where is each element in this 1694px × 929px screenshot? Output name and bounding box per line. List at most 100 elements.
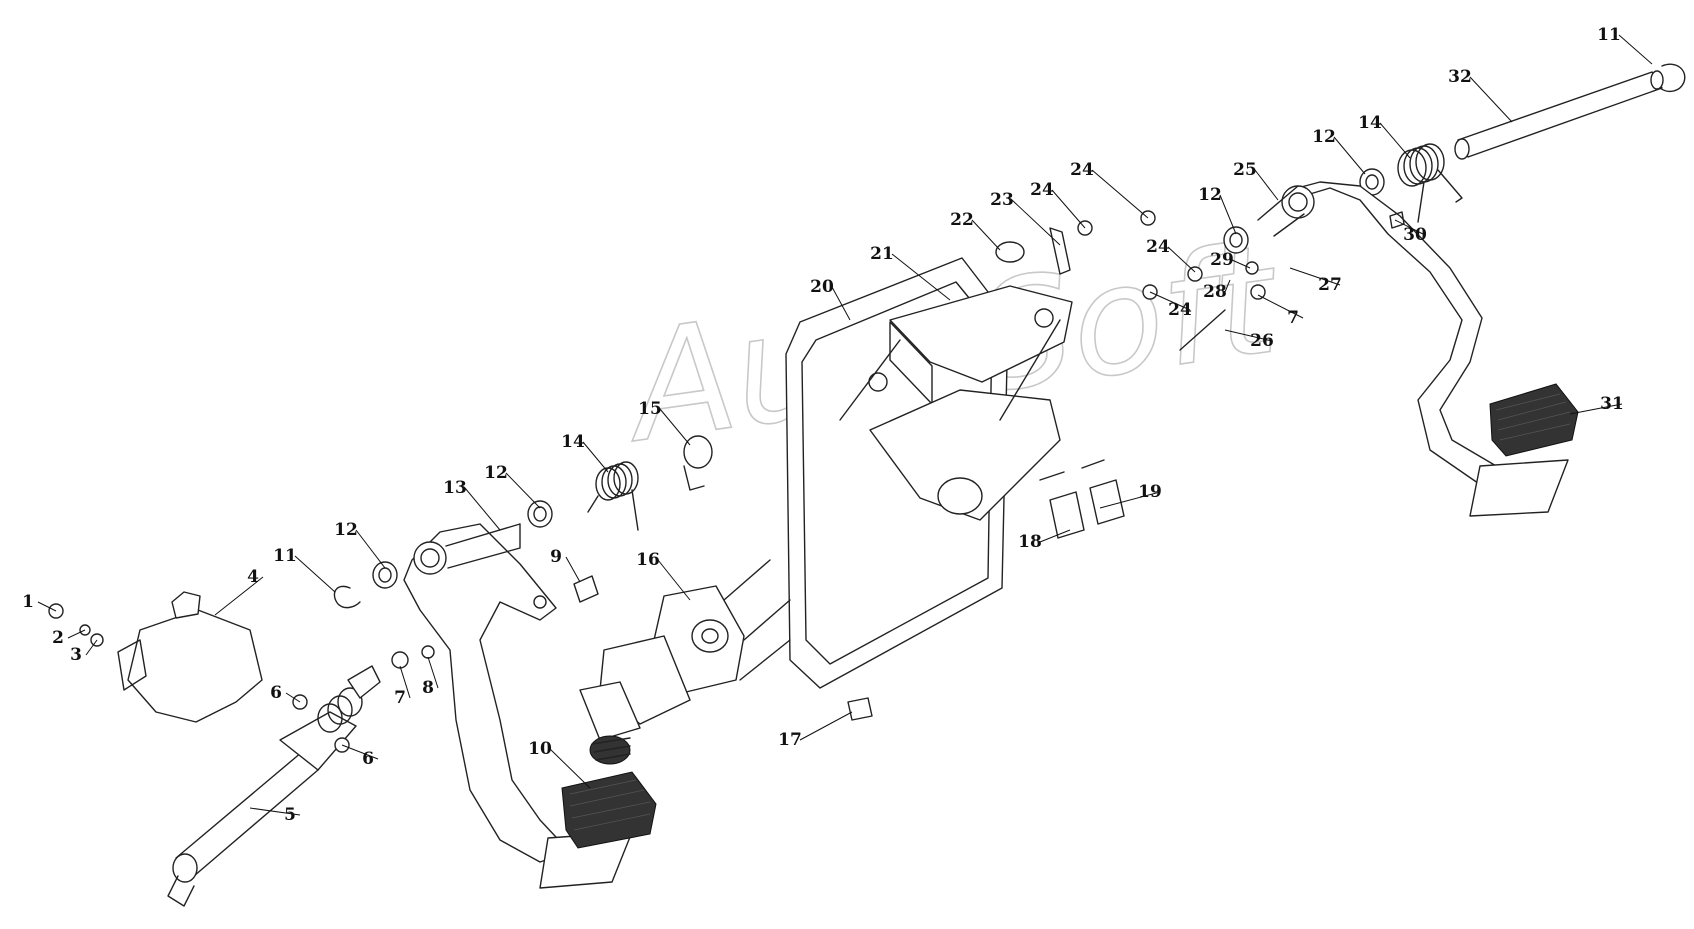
clutch-pedal-pad [539, 771, 657, 889]
callout-label-c9: 9 [550, 547, 562, 567]
callout-leader-c24b [1091, 169, 1149, 219]
callout-leader-c11a [294, 555, 336, 593]
callout-leader-c28 [1224, 279, 1231, 293]
callout-leader-c27 [1289, 267, 1341, 286]
callout-leader-c14a [582, 441, 609, 473]
callout-leader-c12d [1333, 136, 1366, 175]
callout-leader-c1 [37, 601, 57, 612]
callout-leader-c6b [341, 744, 379, 760]
callout-label-c11a: 11 [273, 546, 297, 566]
callout-label-c7a: 7 [394, 688, 406, 708]
callout-leader-c18 [1039, 529, 1071, 543]
callout-label-c28: 28 [1203, 282, 1227, 302]
callout-label-c12a: 12 [334, 520, 358, 540]
callout-leader-c12b [505, 472, 541, 509]
callout-leader-c30 [1394, 219, 1426, 236]
callout-leader-c9 [565, 556, 581, 583]
callout-leader-c11b [1618, 34, 1653, 65]
callout-leader-c12a [355, 529, 386, 569]
brake-pedal-pad [1469, 383, 1579, 517]
callout-leader-c7a [399, 665, 411, 699]
callout-label-c22: 22 [950, 210, 974, 230]
callout-label-c25: 25 [1233, 160, 1257, 180]
clutch-master-cylinder [167, 665, 381, 907]
circlip-right [1659, 63, 1686, 93]
callout-label-c30: 30 [1403, 225, 1427, 245]
circlip-left [333, 585, 361, 609]
callout-leader-c3 [85, 639, 98, 656]
brake-pedal-arm [1257, 181, 1541, 501]
brake-valve [579, 559, 791, 765]
callout-label-c2: 2 [52, 628, 64, 648]
callout-leader-c24a [1051, 189, 1086, 229]
callout-leader-c23 [1011, 199, 1061, 246]
return-spring-right [1397, 143, 1463, 223]
callout-leader-c4 [214, 576, 264, 616]
callout-label-c8: 8 [422, 678, 434, 698]
callout-label-c19: 19 [1138, 482, 1162, 502]
plug [995, 241, 1025, 263]
callout-leader-c7b [1257, 294, 1304, 319]
callout-label-c12d: 12 [1312, 127, 1336, 147]
stop-pad [847, 697, 873, 721]
callout-label-c4: 4 [247, 567, 259, 587]
callout-leader-c10 [549, 748, 591, 789]
callout-leader-c2 [67, 629, 86, 639]
callout-leader-c24c [1167, 246, 1196, 273]
callout-leader-c17 [799, 711, 853, 741]
callout-label-c7b: 7 [1287, 308, 1299, 328]
callout-label-c27: 27 [1318, 275, 1342, 295]
callout-leader-c16 [657, 559, 691, 601]
callout-leader-c8 [427, 656, 439, 689]
callout-label-c24c: 24 [1146, 237, 1170, 257]
callout-label-c26: 26 [1250, 331, 1274, 351]
fluid-reservoir [117, 591, 263, 723]
pedal-shaft [1454, 70, 1664, 160]
stop-light-switches [1039, 459, 1125, 539]
callout-leader-c21 [891, 253, 951, 301]
pedal-support-bracket [839, 285, 1073, 521]
callout-label-c24b: 24 [1070, 160, 1094, 180]
callout-label-c24a: 24 [1030, 180, 1054, 200]
callout-label-c12b: 12 [484, 463, 508, 483]
callout-leader-c14b [1379, 122, 1411, 159]
callout-label-c10: 10 [528, 739, 552, 759]
callout-leader-c26 [1224, 329, 1273, 342]
callout-leader-c15 [659, 408, 691, 446]
callout-leader-c29 [1231, 259, 1251, 269]
part-callouts: 1234566778910111112121212131414151617181… [22, 25, 1653, 825]
bracket-23 [1049, 227, 1071, 275]
callout-label-c17: 17 [778, 730, 802, 750]
return-spring-left [587, 461, 639, 531]
pivot-bush [683, 435, 713, 491]
callout-label-c3: 3 [70, 645, 82, 665]
callout-label-c6b: 6 [362, 749, 374, 769]
callout-leader-c12c [1219, 194, 1237, 235]
callout-label-c5: 5 [284, 805, 296, 825]
callout-leader-c22 [971, 219, 1001, 251]
clutch-pedal-arm [403, 523, 571, 863]
callout-label-c18: 18 [1018, 532, 1042, 552]
callout-label-c13: 13 [443, 478, 467, 498]
callout-label-c6a: 6 [270, 683, 282, 703]
bushings-left [372, 226, 1249, 589]
callout-label-c21: 21 [870, 244, 894, 264]
callout-leader-c13 [464, 487, 501, 531]
callout-leader-c24d [1149, 291, 1191, 311]
callout-leader-c19 [1099, 491, 1161, 509]
callout-label-c31: 31 [1600, 394, 1624, 414]
callout-label-c20: 20 [810, 277, 834, 297]
callout-label-c24d: 24 [1168, 300, 1192, 320]
callout-leader-c6a [285, 692, 301, 703]
callout-leader-c25 [1254, 169, 1279, 201]
bushing-right [1359, 168, 1385, 196]
callout-label-c16: 16 [636, 550, 660, 570]
callout-label-c11b: 11 [1597, 25, 1621, 45]
callout-label-c1: 1 [22, 592, 34, 612]
callout-label-c12c: 12 [1198, 185, 1222, 205]
callout-label-c15: 15 [638, 399, 662, 419]
callout-label-c23: 23 [990, 190, 1014, 210]
callout-leader-c5 [249, 807, 301, 816]
callout-label-c32: 32 [1448, 67, 1472, 87]
